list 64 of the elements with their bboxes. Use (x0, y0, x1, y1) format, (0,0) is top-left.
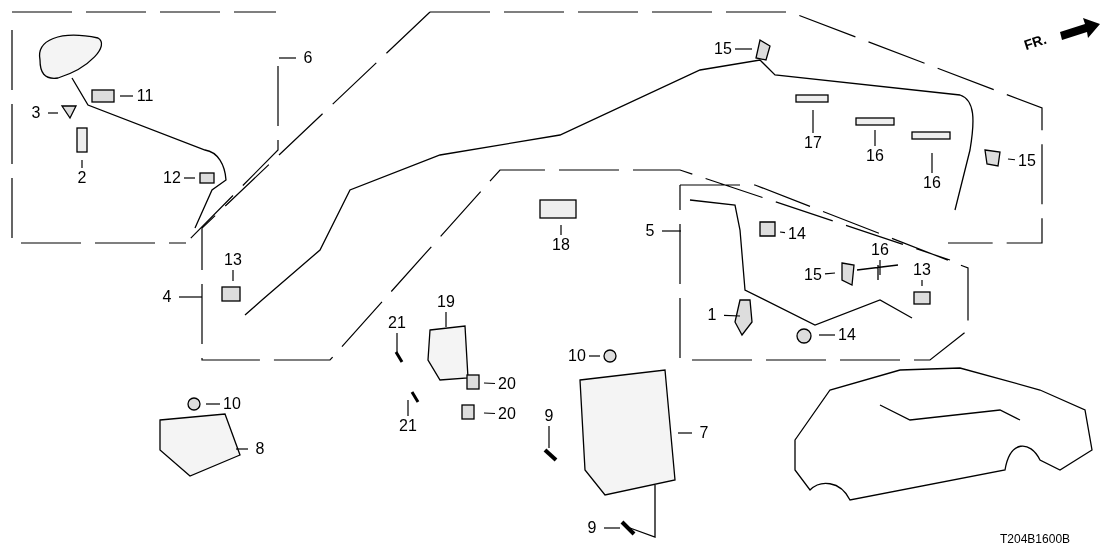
leader-line (723, 314, 741, 317)
leader-line (931, 152, 933, 174)
leader-line (407, 399, 409, 417)
leader-line (205, 403, 221, 405)
callout-number: 20 (496, 375, 518, 393)
callout-number: 14 (836, 326, 858, 344)
callout-number: 10 (566, 347, 588, 365)
leader-line (661, 230, 682, 232)
callout-number: 16 (864, 147, 886, 165)
callout-number: 9 (581, 519, 603, 537)
callout-number: 12 (161, 169, 183, 187)
leader-line (183, 177, 196, 179)
leader-line (677, 432, 693, 434)
callout-number: 17 (802, 134, 824, 152)
leader-line (824, 272, 836, 275)
callout-number: 11 (134, 87, 156, 105)
callout-number: 13 (911, 261, 933, 279)
callout-number: 15 (802, 266, 824, 284)
callout-number: 6 (297, 49, 319, 67)
callout-number: 16 (869, 241, 891, 259)
leader-line (235, 448, 249, 450)
leader-line (812, 109, 814, 134)
leader-line (483, 412, 496, 415)
leader-line (445, 311, 447, 328)
leader-line (734, 48, 753, 50)
callout-number: 15 (712, 40, 734, 58)
callout-number: 5 (639, 222, 661, 240)
leader-line (879, 259, 881, 276)
leader-line (560, 224, 562, 236)
callout-number: 8 (249, 440, 271, 458)
leader-line (232, 269, 234, 282)
callout-number: 9 (538, 407, 560, 425)
leader-line (603, 527, 621, 529)
leader-line (81, 159, 83, 169)
callout-number: 10 (221, 395, 243, 413)
diagram-code: T204B1600B (1000, 531, 1071, 548)
callout-number: 20 (496, 405, 518, 423)
callout-number: 15 (1016, 152, 1038, 170)
leader-line (548, 425, 550, 449)
leader-line (119, 95, 134, 97)
callout-number: 7 (693, 424, 715, 442)
leader-line (178, 296, 203, 298)
callout-number: 13 (222, 251, 244, 269)
callout-number: 14 (786, 225, 808, 243)
callout-number: 21 (386, 314, 408, 332)
callout-number: 19 (435, 293, 457, 311)
direction-label: FR. (1021, 29, 1050, 56)
callout-number: 4 (156, 288, 178, 306)
leader-line (779, 231, 786, 234)
leader-line (396, 332, 398, 353)
leader-line (588, 355, 601, 357)
leader-line (921, 279, 923, 287)
leader-line (483, 382, 496, 385)
leader-line (278, 57, 297, 59)
callout-number: 18 (550, 236, 572, 254)
leader-line (874, 129, 876, 147)
callout-number: 1 (701, 306, 723, 324)
leader-line (47, 112, 59, 114)
leader-line (818, 334, 836, 336)
callout-number: 16 (921, 174, 943, 192)
callout-number: 2 (71, 169, 93, 187)
callout-number: 3 (25, 104, 47, 122)
leader-line (1007, 158, 1016, 161)
callout-number: 21 (397, 417, 419, 435)
